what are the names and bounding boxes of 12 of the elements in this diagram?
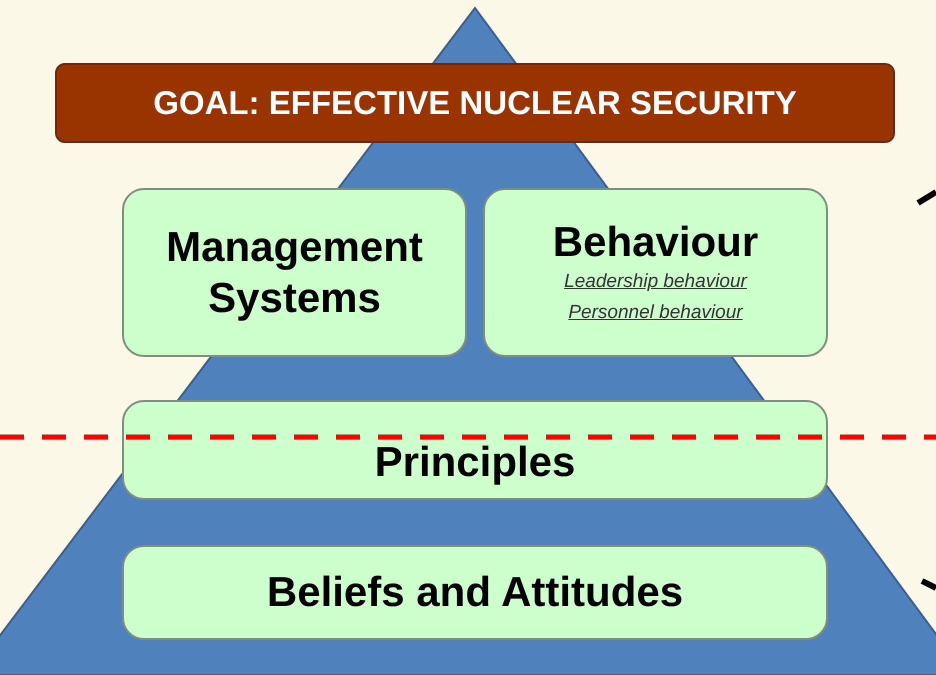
principles-box <box>122 400 828 500</box>
management-box <box>122 188 467 357</box>
behaviour-box <box>483 188 828 357</box>
beliefs-box <box>122 545 828 640</box>
box-title: Management Systems <box>165 222 424 323</box>
box-title: GOAL: EFFECTIVE NUCLEAR SECURITY <box>153 84 797 122</box>
box-title: Behaviour <box>552 216 758 267</box>
box-title: Principles <box>374 436 576 487</box>
goal-banner <box>55 63 895 143</box>
subtitle-text: Personnel behaviour <box>568 300 743 325</box>
box-title: Beliefs and Attitudes <box>266 567 684 618</box>
subtitle-text: Leadership behaviour <box>564 270 747 294</box>
